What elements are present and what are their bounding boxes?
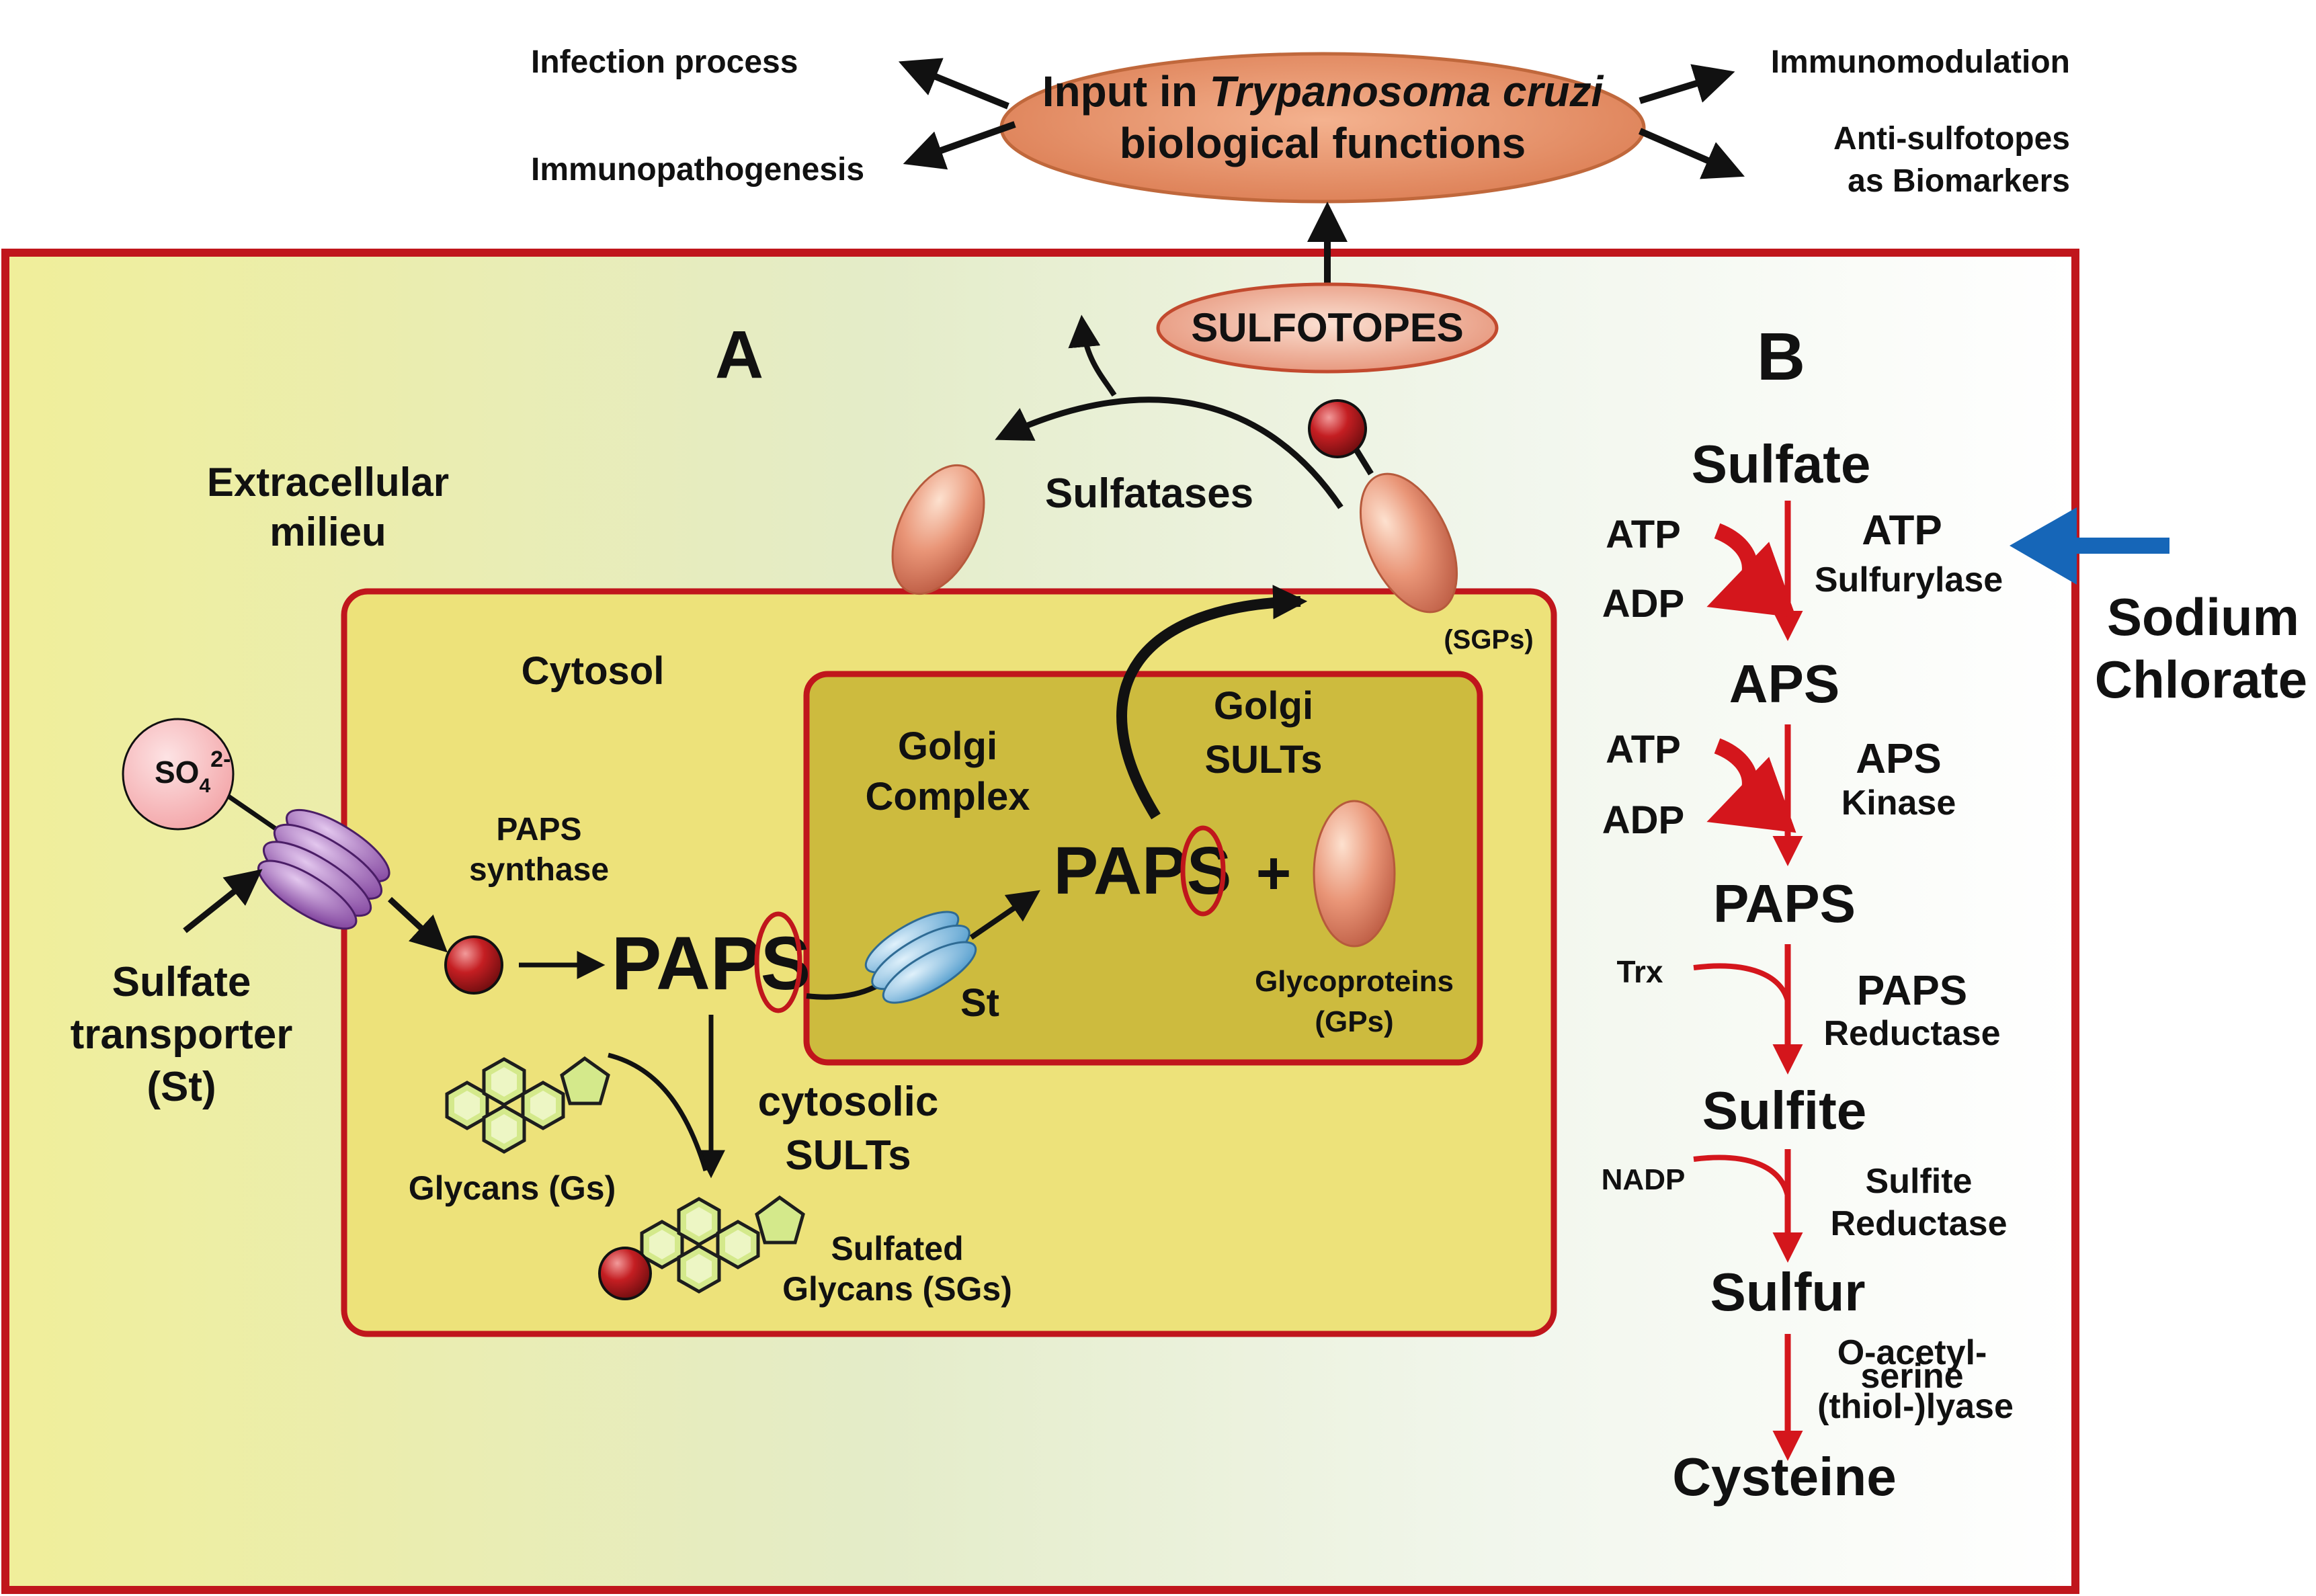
sulfate-node: Sulfate xyxy=(1692,434,1871,494)
sgps-label: (SGPs) xyxy=(1444,625,1533,655)
golgi-label-2: Complex xyxy=(866,775,1030,818)
arrow-to-immunomodulation xyxy=(1639,64,1735,104)
paps-main-sulfur-highlight xyxy=(754,911,802,1013)
glycan-structure xyxy=(447,1056,610,1152)
sulfotopes-label: SULFOTOPES xyxy=(1191,305,1464,350)
antisulfotopes-label-1: Anti-sulfotopes xyxy=(1833,121,2070,157)
trx-label: Trx xyxy=(1616,954,1663,989)
golgi-compartment xyxy=(803,671,1483,1066)
sulfur-node: Sulfur xyxy=(1710,1262,1865,1322)
enzyme1-label-2: Sulfurylase xyxy=(1815,560,2003,599)
atp1-label: ATP xyxy=(1606,513,1681,556)
sulfate-ion-icon xyxy=(122,718,235,831)
sulfatase-arrow xyxy=(995,396,1343,509)
antisulfotopes-label-2: as Biomarkers xyxy=(1848,163,2070,199)
cytosolic-sulfate-icon xyxy=(444,935,503,995)
transporter-inflow-arrow xyxy=(387,896,448,953)
inhibitor-label-2: Chlorate xyxy=(2095,650,2307,709)
enzyme4-label-1: Sulfite xyxy=(1866,1162,1973,1201)
enzyme5-label-3: (thiol-)lyase xyxy=(1817,1387,2014,1426)
sulfated-glycoprotein-icon xyxy=(1359,472,1458,614)
enzyme5-label-1: O-acetyl- xyxy=(1837,1333,1987,1372)
panel-b-label: B xyxy=(1757,319,1805,394)
sulfotopes-ellipse xyxy=(1156,282,1499,374)
cytosol-label: Cytosol xyxy=(522,649,665,693)
infection-process-label: Infection process xyxy=(531,44,798,80)
paps-node: PAPS xyxy=(1713,874,1856,933)
center-line1: Input in Trypanosoma cruzi xyxy=(1042,67,1604,116)
paps-golgi-sulfur-highlight xyxy=(1180,825,1226,917)
sulfated-glycan-structure xyxy=(598,1195,805,1300)
glycan-sulfate-group-icon xyxy=(598,1247,652,1300)
glycans-to-sulfated-arrow xyxy=(608,1052,708,1172)
glycoprotein-icon xyxy=(1313,800,1396,948)
panel-a-label: A xyxy=(715,317,763,392)
cytosolic-sults-label-2: SULTs xyxy=(785,1132,911,1179)
atp-adp-curve-1 xyxy=(1706,523,1796,618)
immunopathogenesis-label: Immunopathogenesis xyxy=(531,152,864,187)
atp-adp-curve-2 xyxy=(1706,738,1796,833)
paps-main-label: PAPS xyxy=(612,921,811,1005)
arrow-to-immunopathogenesis xyxy=(903,121,1016,170)
golgi-label-1: Golgi xyxy=(898,724,997,768)
inhibitor-label-1: Sodium xyxy=(2107,587,2299,646)
arrow-to-antisulfotopes xyxy=(1639,128,1745,179)
extracellular-label-1: Extracellular xyxy=(207,460,449,505)
arrow-to-infection xyxy=(898,58,1009,110)
so4-label: SO42- xyxy=(155,747,231,797)
gps-label: (GPs) xyxy=(1315,1005,1393,1038)
aps-node: APS xyxy=(1729,654,1840,714)
golgi-export-arrow xyxy=(1116,585,1308,820)
enzyme4-label-2: Reductase xyxy=(1831,1204,2008,1243)
glycoproteins-label: Glycoproteins xyxy=(1255,965,1454,998)
adp2-label: ADP xyxy=(1602,798,1684,842)
plus-sign: + xyxy=(1256,840,1292,907)
immunomodulation-label: Immunomodulation xyxy=(1771,44,2070,80)
sulfated-glycan-pentagon-icon xyxy=(755,1195,805,1245)
sulfatase-branch-arrow xyxy=(1068,314,1117,397)
sulfate-transporter-icon xyxy=(257,808,390,930)
center-line2: biological functions xyxy=(1120,119,1526,167)
paps-synthase-label-1: PAPS xyxy=(496,812,581,847)
sulfated-glycans-label-2: Glycans (SGs) xyxy=(782,1270,1012,1308)
nadp-label: NADP xyxy=(1602,1163,1686,1196)
sulfite-node: Sulfite xyxy=(1702,1081,1866,1140)
enzyme3-label-2: Reductase xyxy=(1824,1014,2001,1053)
cysteine-node: Cysteine xyxy=(1672,1447,1896,1507)
enzyme1-label-1: ATP xyxy=(1862,507,1942,554)
sulfatases-label: Sulfatases xyxy=(1045,470,1253,517)
transporter-label-2: transporter xyxy=(71,1011,293,1058)
enzyme2-label-1: APS xyxy=(1856,736,1941,782)
transporter-link xyxy=(227,794,284,835)
transporter-pointer-arrow xyxy=(183,869,263,933)
golgi-sults-label-2: SULTs xyxy=(1204,738,1322,782)
paps-golgi-label: PAPS xyxy=(1054,833,1232,909)
nadp-curve xyxy=(1693,1154,1790,1198)
atp2-label: ATP xyxy=(1606,728,1681,771)
adp1-label: ADP xyxy=(1602,582,1684,626)
enzyme2-label-2: Kinase xyxy=(1842,784,1956,823)
sulfate-group-icon xyxy=(1308,399,1367,458)
golgi-sults-label-1: Golgi xyxy=(1214,684,1313,728)
trx-curve xyxy=(1693,963,1790,1003)
enzyme5-label-2: serine xyxy=(1860,1357,1963,1396)
extracellular-label-2: milieu xyxy=(270,509,386,554)
st-golgi-label: St xyxy=(960,981,999,1025)
cytosolic-sults-label-1: cytosolic xyxy=(758,1079,939,1125)
glycans-label: Glycans (Gs) xyxy=(409,1169,616,1207)
glycan-pentagon-icon xyxy=(560,1056,610,1105)
enzyme3-label-1: PAPS xyxy=(1857,968,1967,1014)
released-glycoprotein-icon xyxy=(891,464,985,595)
transporter-label-3: (St) xyxy=(147,1064,216,1110)
sulfated-glycans-label-1: Sulfated xyxy=(831,1230,963,1267)
inhibitor-arrowhead xyxy=(2010,507,2077,585)
transporter-to-golgi-paps-arrow xyxy=(969,890,1040,940)
golgi-sulfate-transporter-icon xyxy=(864,911,977,1004)
transporter-label-1: Sulfate xyxy=(112,959,251,1005)
paps-synthase-label-2: synthase xyxy=(469,852,609,888)
